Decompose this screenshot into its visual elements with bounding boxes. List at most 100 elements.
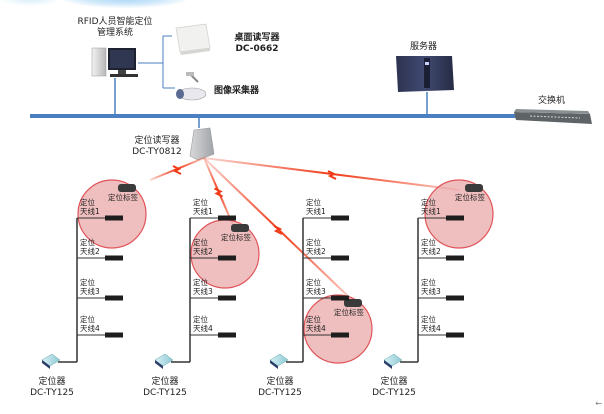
tag-device-icon [344, 299, 362, 307]
antenna-bar-icon [218, 215, 236, 221]
antenna-bar-icon [331, 295, 349, 301]
mgmt-system-label: RFID人员智能定位 管理系统 [65, 17, 165, 39]
antenna-columns [41, 179, 494, 369]
peripheral-links [114, 35, 428, 128]
reader-label: 定位读写器 DC-TY0812 [122, 136, 192, 158]
antenna-label-number: 天线2 [80, 247, 100, 256]
antenna-bar-icon [218, 332, 236, 338]
antenna-label-prefix: 定位 [421, 315, 436, 324]
antenna-label-prefix: 定位 [80, 278, 95, 287]
antenna-label-prefix: 定位 [80, 238, 95, 247]
locator-device-icon [383, 353, 403, 367]
antenna-label-prefix: 定位 [421, 198, 436, 207]
antenna-bar-icon [105, 332, 123, 338]
mgmt-system-label-line2: 管理系统 [96, 28, 133, 38]
tag-label: 定位标签 [221, 233, 251, 242]
antenna-label-prefix: 定位 [193, 315, 208, 324]
antenna-bar-icon [331, 332, 349, 338]
locator-label-line1: 定位器 [380, 377, 408, 387]
antenna-label-number: 天线4 [421, 324, 441, 333]
signal-zigzag-icon [273, 225, 283, 235]
antenna-label: 定位天线1 [80, 198, 100, 216]
locator-label-model: DC-TY125 [372, 388, 416, 398]
locator-device-base [384, 360, 392, 369]
signal-zigzag-icon [172, 165, 182, 175]
signal-zigzag-icon [214, 187, 223, 198]
antenna-bar-icon [105, 255, 123, 261]
locator-device-icon [269, 353, 289, 367]
antenna-bar-icon [218, 255, 236, 261]
antenna-bar-icon [446, 255, 464, 261]
antenna-label-prefix: 定位 [421, 238, 436, 247]
antenna-label-number: 天线2 [193, 247, 213, 256]
signal-beams [149, 157, 461, 301]
desk-reader-label: 桌面读写器 DC-0662 [222, 33, 292, 55]
locator-device-base [155, 360, 163, 369]
antenna-bar-icon [105, 295, 123, 301]
antenna-label: 定位天线1 [306, 198, 326, 216]
tag-zone [303, 294, 373, 364]
back-arrow-icon[interactable]: ← [595, 399, 602, 408]
antenna-label-number: 天线4 [306, 324, 326, 333]
antenna-bar-icon [446, 215, 464, 221]
locator-device-base [270, 360, 278, 369]
server-icon [396, 56, 454, 92]
reader-label-line1: 定位读写器 [134, 136, 180, 146]
tag-device-icon [465, 184, 483, 192]
antenna-label: 定位天线3 [193, 278, 213, 296]
desk-reader-icon [175, 23, 211, 55]
antenna-label: 定位天线4 [193, 315, 213, 333]
mgmt-system-label-line1: RFID人员智能定位 [77, 17, 153, 27]
antenna-bar-icon [105, 215, 123, 221]
antenna-label-number: 天线1 [80, 207, 100, 216]
antenna-bar-icon [331, 215, 349, 221]
antenna-label: 定位天线3 [306, 278, 326, 296]
antenna-label: 定位天线2 [421, 238, 441, 256]
antenna-label-prefix: 定位 [193, 238, 208, 247]
tag-zone [424, 179, 494, 249]
locator-label-line1: 定位器 [266, 377, 294, 387]
header-decoration-globe [60, 0, 190, 8]
locator-label-model: DC-TY125 [258, 388, 302, 398]
locator-label-model: DC-TY125 [143, 388, 187, 398]
antenna-label-prefix: 定位 [421, 278, 436, 287]
tag-zone [77, 179, 147, 249]
antenna-label: 定位天线2 [193, 238, 213, 256]
antenna-label: 定位天线1 [421, 198, 441, 216]
antenna-label: 定位天线3 [80, 278, 100, 296]
server-label: 服务器 [410, 42, 438, 52]
antenna-bar-icon [218, 295, 236, 301]
tag-device-icon [118, 184, 136, 192]
antenna-label: 定位天线2 [80, 238, 100, 256]
antenna-label-prefix: 定位 [306, 198, 321, 207]
desktop-computer-icon [91, 47, 138, 77]
antenna-label: 定位天线4 [421, 315, 441, 333]
network-backbone [30, 114, 538, 118]
antenna-label-prefix: 定位 [80, 315, 95, 324]
wireless-reader-icon [189, 127, 215, 161]
antenna-label-prefix: 定位 [193, 278, 208, 287]
network-switch-icon [514, 109, 592, 124]
antenna-label-number: 天线2 [421, 247, 441, 256]
antenna-label: 定位天线3 [421, 278, 441, 296]
antenna-label-prefix: 定位 [306, 238, 321, 247]
locator-label-line1: 定位器 [151, 377, 179, 387]
tag-label: 定位标签 [455, 193, 485, 202]
desk-reader-label-line2: DC-0662 [235, 44, 279, 54]
tag-device-icon [231, 224, 249, 232]
tag-label: 定位标签 [108, 193, 138, 202]
reader-label-line2: DC-TY0812 [132, 147, 182, 157]
desk-reader-label-line1: 桌面读写器 [234, 33, 280, 43]
antenna-label: 定位天线4 [306, 315, 326, 333]
antenna-label-prefix: 定位 [306, 278, 321, 287]
antenna-label-number: 天线4 [80, 324, 100, 333]
locator-label-line1: 定位器 [38, 377, 66, 387]
antenna-label-number: 天线1 [421, 207, 441, 216]
antenna-label-number: 天线3 [193, 287, 213, 296]
camera-label: 图像采集器 [214, 86, 260, 96]
